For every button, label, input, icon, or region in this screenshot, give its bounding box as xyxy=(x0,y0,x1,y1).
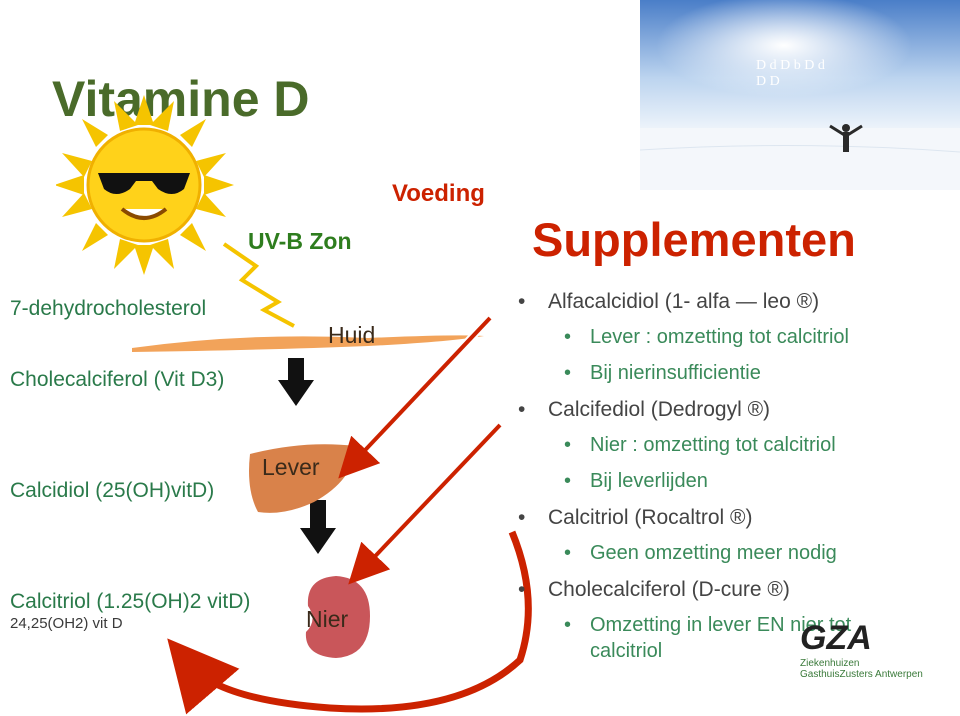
lever-label: Lever xyxy=(262,454,320,480)
liver-icon xyxy=(249,444,356,513)
logo-line1: Ziekenhuizen xyxy=(800,658,860,669)
list-item: •Omzetting in lever EN nier tot xyxy=(564,614,852,636)
label-24-25-metabolite: 24,25(OH2) vit D xyxy=(10,615,123,632)
uvb-sun-label: UV-B Zon xyxy=(248,228,352,254)
uv-ray-icon xyxy=(222,242,295,328)
slide-title: Vitamine D xyxy=(52,71,310,127)
list-item: •Calcifediol (Dedrogyl ®) xyxy=(518,398,771,421)
list-item: •Cholecalciferol (D-cure ®) xyxy=(518,578,790,601)
snow-photo: D d D b D d D D xyxy=(640,0,960,190)
voeding-label: Voeding xyxy=(392,180,485,207)
list-item: •Geen omzetting meer nodig xyxy=(564,542,837,564)
list-item: •Bij leverlijden xyxy=(564,470,708,492)
list-item: calcitriol xyxy=(590,640,663,662)
gza-logo: GZA Ziekenhuizen GasthuisZusters Antwerp… xyxy=(800,620,923,680)
label-7-dehydrocholesterol: 7-dehydrocholesterol xyxy=(10,297,207,320)
label-calcitriol: Calcitriol (1.25(OH)2 vitD) xyxy=(10,590,251,613)
skin-band-icon xyxy=(132,335,484,352)
list-item: •Calcitriol (Rocaltrol ®) xyxy=(518,506,753,529)
kidney-icon xyxy=(305,576,370,658)
list-item: •Bij nierinsufficientie xyxy=(564,362,761,384)
list-item: •Nier : omzetting tot calcitriol xyxy=(564,434,836,456)
arrow-down-icon xyxy=(300,500,336,554)
arrow-down-icon xyxy=(278,358,314,406)
sun-icon xyxy=(56,95,234,275)
huid-label: Huid xyxy=(328,322,376,348)
label-calcidiol: Calcidiol (25(OH)vitD) xyxy=(10,479,215,502)
logo-name: GZA xyxy=(800,619,872,657)
logo-line2: GasthuisZusters Antwerpen xyxy=(800,669,923,680)
supplementen-heading: Supplementen xyxy=(532,213,856,266)
nier-label: Nier xyxy=(306,606,349,632)
label-cholecalciferol: Cholecalciferol (Vit D3) xyxy=(10,368,225,391)
photo-d-letters: D d D b D d D D xyxy=(756,58,825,89)
list-item: •Lever : omzetting tot calcitriol xyxy=(564,326,849,348)
list-item: •Alfacalcidiol (1- alfa — leo ®) xyxy=(518,290,820,313)
